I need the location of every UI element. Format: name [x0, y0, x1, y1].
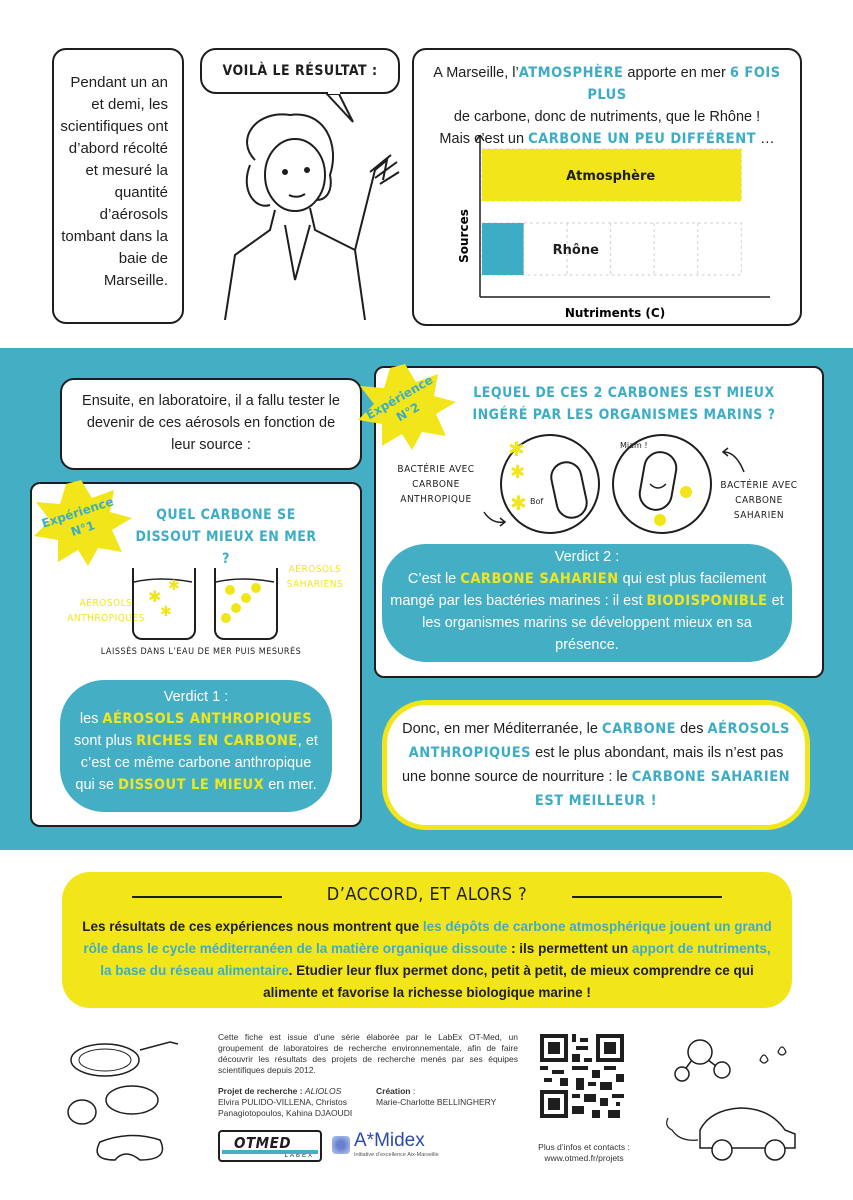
- exp2-question: Lequel de ces 2 carbones est mieux ingér…: [472, 385, 776, 423]
- lab-intro-text: Ensuite, en laboratoire, il a fallu test…: [82, 393, 340, 453]
- speech-text: Voilà le résultat :: [222, 63, 378, 79]
- svg-text:✱: ✱: [160, 604, 172, 620]
- exp1-label-left: Aérosols anthropiques: [67, 598, 145, 624]
- daccord-rule-left: [132, 896, 282, 898]
- daccord-text: Les résultats de ces expériences nous mo…: [82, 919, 772, 1000]
- exp2-label-right: Bactérie avec Carbone Saharien: [720, 480, 798, 521]
- beaker-saharan: [214, 568, 278, 640]
- chart-xlabel: Nutriments (C): [565, 306, 665, 320]
- exp2-label-left: Bactérie avec Carbone Anthropique: [397, 464, 475, 505]
- chart-y-arrow: [475, 135, 485, 142]
- footer-contact: Plus d’infos et contacts : www.otmed.fr/…: [538, 1142, 630, 1163]
- daccord-title: D’accord, et alors ?: [326, 884, 528, 905]
- svg-text:✱: ✱: [508, 437, 525, 461]
- svg-text:✱: ✱: [168, 578, 180, 594]
- amidex-logo: A*Midex Initiative d’excellence Aix-Mars…: [332, 1130, 452, 1164]
- chart-bar-1: [482, 223, 524, 275]
- beaker-anthropic: [132, 568, 196, 640]
- verdict2-text: Verdict 2 : C’est le carbone saharien qu…: [390, 549, 784, 653]
- scientist-illustration: [224, 113, 400, 321]
- conclusion-pill: Donc, en mer Méditerranée, le carbone de…: [382, 700, 810, 830]
- otmed-logo: OTMED LABEX: [218, 1130, 322, 1162]
- beaker-contents: ✱ ✱ ✱: [133, 578, 275, 623]
- chart-bar-label-1: Rhône: [553, 243, 599, 258]
- daccord-box: D’accord, et alors ? Les résultats de ce…: [62, 872, 792, 1008]
- intro-text: Pendant un an et demi, les scientifiques…: [60, 74, 168, 289]
- footer-desc: Cette fiche est issue d’une série élabor…: [218, 1032, 518, 1075]
- footer-projet: Projet de recherche : ALIOLOS Elvira PUL…: [218, 1086, 353, 1118]
- intro-box: Pendant un an et demi, les scientifiques…: [52, 48, 184, 324]
- chart-bar-0: [482, 149, 742, 201]
- arrows-exp2: [483, 447, 745, 527]
- lab-equipment-illustration: [67, 1041, 179, 1161]
- footer-creation: Création : Marie-Charlotte BELLINGHERY: [376, 1086, 497, 1107]
- result-text: A Marseille, l’atmosphère apporte en mer…: [433, 65, 781, 147]
- svg-text:Miam !: Miam !: [620, 441, 648, 450]
- exp1-badge: Expérience N°1: [34, 480, 132, 566]
- svg-text:✱: ✱: [510, 462, 525, 483]
- chart-bar-label-0: Atmosphère: [566, 169, 655, 184]
- bacteria-drawings: ✱ ✱ ✱ Bof Miam !: [508, 437, 692, 526]
- svg-text:Bof: Bof: [530, 497, 543, 506]
- svg-text:✱: ✱: [510, 491, 527, 515]
- svg-text:✱: ✱: [148, 587, 161, 606]
- verdict1-pill: Verdict 1 : les aérosols anthropiques so…: [60, 680, 332, 812]
- verdict1-text: Verdict 1 : les aérosols anthropiques so…: [74, 689, 318, 793]
- exp1-label-right: Aérosols sahariens: [286, 564, 344, 590]
- conclusion-text: Donc, en mer Méditerranée, le carbone de…: [401, 721, 791, 809]
- speech-tail: [325, 92, 354, 123]
- car-pollution-illustration: [666, 1039, 796, 1161]
- exp1-question: Quel carbone se dissout mieux en mer ?: [135, 507, 317, 567]
- exp1-caption: laissés dans l’eau de mer puis mesurés: [100, 647, 302, 657]
- chart-ylabel: Sources: [457, 209, 471, 263]
- exp2-badge: Expérience N°2: [358, 364, 456, 450]
- qr-code[interactable]: [536, 1030, 628, 1122]
- daccord-rule-right: [572, 896, 722, 898]
- verdict2-pill: Verdict 2 : C’est le carbone saharien qu…: [382, 544, 792, 662]
- lab-intro-box: Ensuite, en laboratoire, il a fallu test…: [60, 378, 362, 470]
- speech-bubble: Voilà le résultat :: [200, 48, 400, 94]
- footer-url[interactable]: www.otmed.fr/projets: [544, 1153, 624, 1163]
